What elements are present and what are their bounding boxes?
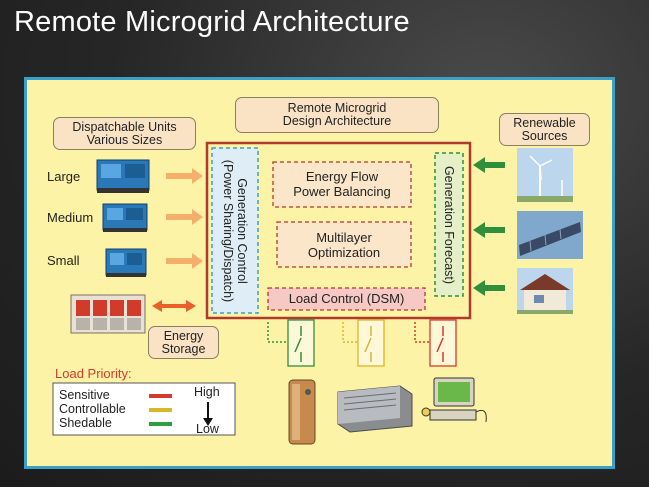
generator-medium-icon <box>102 203 148 232</box>
optimization-box <box>276 221 412 268</box>
slide-title: Remote Microgrid Architecture <box>14 6 410 38</box>
storage-arrow <box>152 300 196 312</box>
legend-label-sensitive: Sensitive <box>59 388 110 402</box>
energy-flow-label: Energy Flow Power Balancing <box>293 169 391 199</box>
generation-control-label: Generation Control (Power Sharing/Dispat… <box>221 159 249 303</box>
optimization-label: Multilayer Optimization <box>307 230 381 260</box>
load-control-box <box>267 287 426 311</box>
legend-low-label: Low <box>196 422 219 436</box>
generation-forecast-box <box>434 152 464 297</box>
renewable-title-box: Renewable Sources <box>499 113 590 146</box>
renewable-arrows <box>473 157 505 296</box>
switch-shedable-icon <box>287 319 315 367</box>
legend-box <box>52 382 236 436</box>
legend-high-label: High <box>194 385 220 399</box>
generator-small-icon <box>105 248 147 277</box>
energy-flow-box <box>272 161 412 208</box>
generator-large-icon <box>96 159 150 193</box>
generation-forecast-label: Generation Forecast) <box>442 165 456 285</box>
computer-icon <box>421 377 487 423</box>
unit-label-large: Large <box>47 169 81 184</box>
dispatchable-title: Dispatchable Units Various Sizes <box>72 120 177 147</box>
wind-turbine-icon <box>517 148 573 202</box>
water-heater-icon <box>288 379 316 445</box>
load-connectors <box>267 322 430 343</box>
unit-label-medium: Medium <box>47 210 94 225</box>
architecture-header-text: Remote Microgrid Design Architecture <box>282 101 392 128</box>
core-box <box>205 141 472 320</box>
priority-down-arrow <box>203 402 213 426</box>
legend-label-controllable: Controllable <box>59 402 126 416</box>
solar-panel-icon <box>517 211 583 259</box>
dispatchable-title-box: Dispatchable Units Various Sizes <box>53 117 196 150</box>
energy-storage-label: Energy Storage <box>161 329 206 356</box>
switch-controllable-icon <box>357 319 385 367</box>
solar-house-icon <box>517 268 573 314</box>
generation-control-box <box>211 147 259 314</box>
energy-storage-box: Energy Storage <box>148 326 219 359</box>
switch-sensitive-icon <box>429 319 457 367</box>
renewable-title: Renewable Sources <box>513 116 576 143</box>
legend-title: Load Priority: <box>55 366 132 381</box>
unit-label-small: Small <box>47 253 80 268</box>
air-conditioner-icon <box>337 385 413 433</box>
generator-arrows <box>166 168 203 269</box>
architecture-header: Remote Microgrid Design Architecture <box>235 97 439 133</box>
load-control-label: Load Control (DSM) <box>288 291 405 306</box>
battery-icon <box>70 294 146 334</box>
legend-label-shedable: Shedable <box>59 416 112 430</box>
